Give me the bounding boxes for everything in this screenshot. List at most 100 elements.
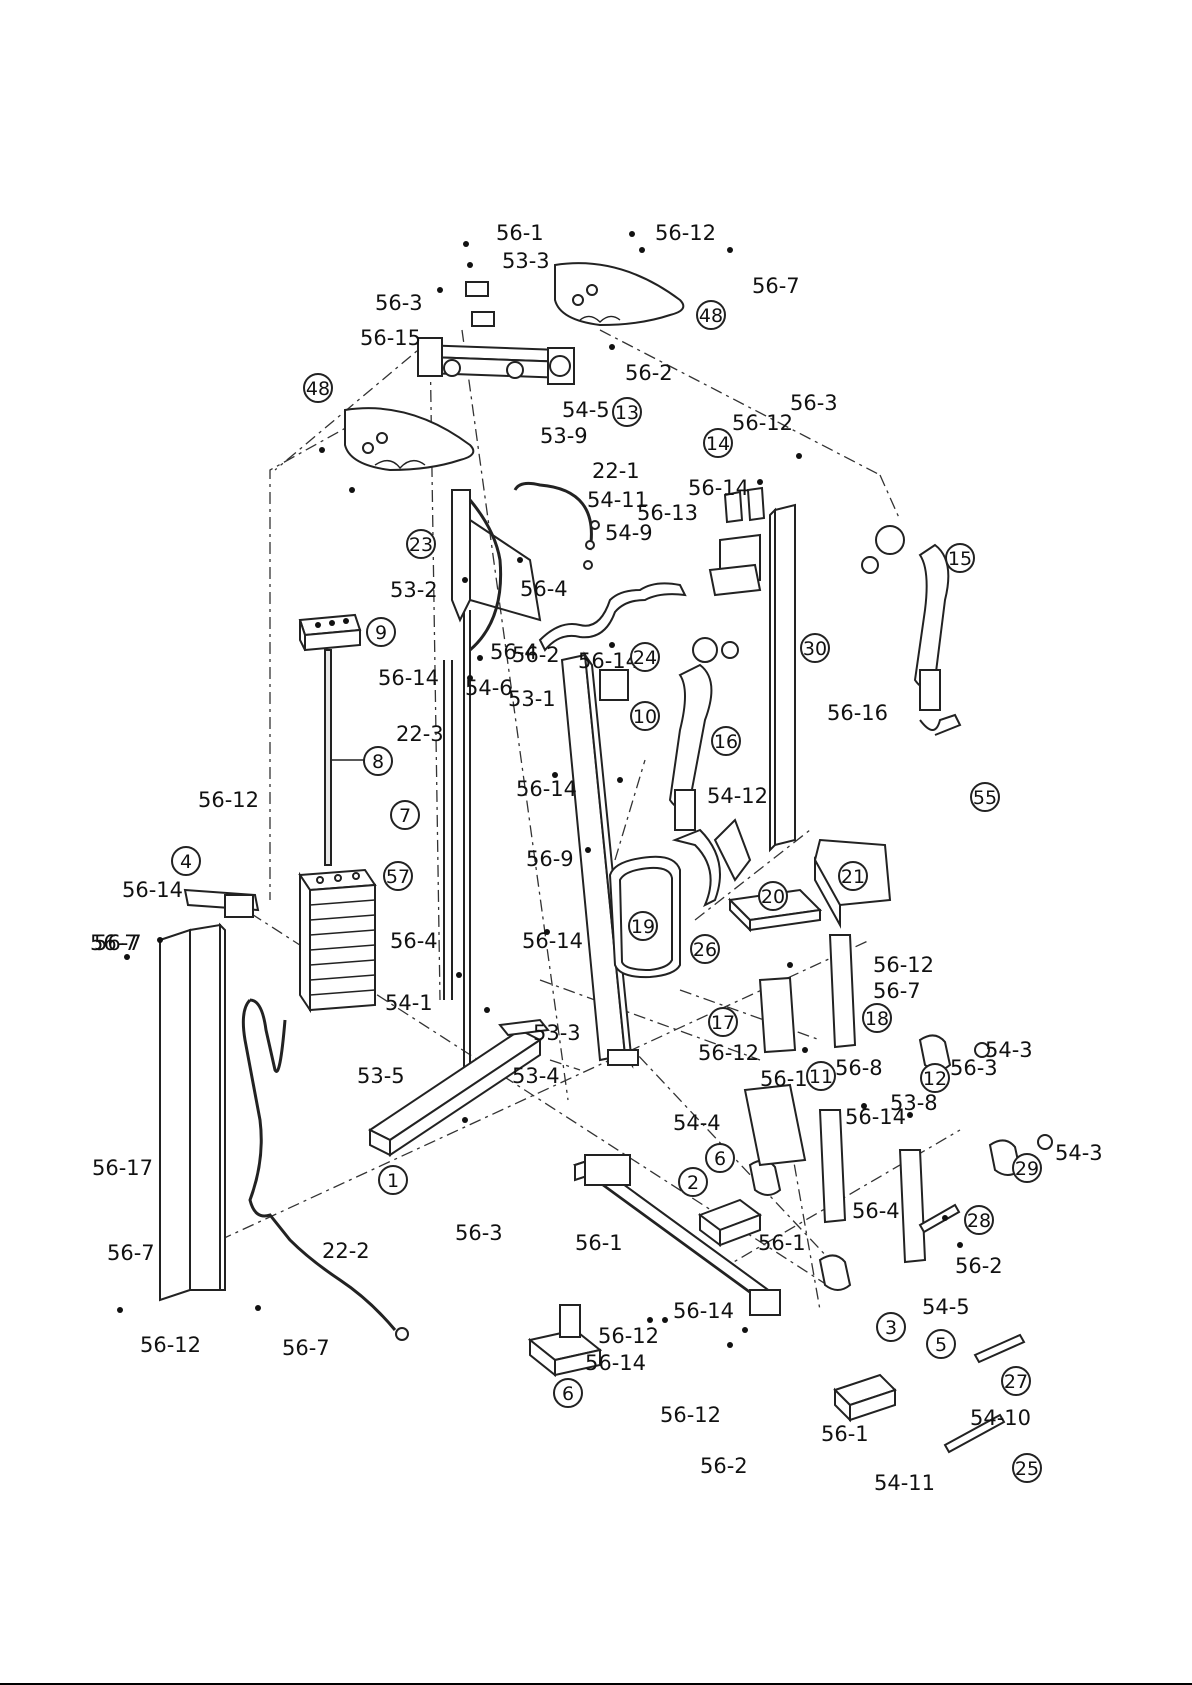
- callout-number: 12: [923, 1068, 947, 1090]
- part-label: 56-2: [955, 1254, 1003, 1278]
- circled-part-number: 21: [838, 861, 868, 891]
- part-label: 22-3: [396, 722, 444, 746]
- part-label: 56-3: [455, 1221, 503, 1245]
- callout-number: 5: [935, 1334, 947, 1356]
- circled-part-number: 16: [711, 726, 741, 756]
- callout-circle: [366, 617, 396, 647]
- callout-circle: [705, 1143, 735, 1173]
- part-label: 56-14: [122, 878, 183, 902]
- part-label: 54-12: [707, 784, 768, 808]
- callout-circle: [406, 529, 436, 559]
- top-weight-plate: [298, 613, 362, 652]
- part-label: 56-12: [655, 221, 716, 245]
- weight-stack: [298, 868, 377, 1014]
- part-label: 56-7: [873, 979, 921, 1003]
- callout-number: 14: [706, 433, 730, 455]
- callout-circle: [862, 1003, 892, 1033]
- page-bottom-rule: [0, 1683, 1192, 1685]
- part-label: 53-5: [357, 1064, 405, 1088]
- part-label: 56-7: [107, 1241, 155, 1265]
- circled-part-number: 1: [378, 1165, 408, 1195]
- part-label: 56-12: [598, 1324, 659, 1348]
- part-label: 56-2: [625, 361, 673, 385]
- part-label: 56-1: [496, 221, 544, 245]
- circled-part-number: 8: [363, 746, 393, 776]
- callout-number: 1: [387, 1170, 399, 1192]
- seat-posts: [758, 934, 857, 1054]
- part-label: 54-4: [673, 1111, 721, 1135]
- callout-number: 17: [711, 1012, 735, 1034]
- base-front: [368, 1018, 550, 1157]
- leg-lever: [743, 1083, 927, 1264]
- part-label: 53-4: [512, 1064, 560, 1088]
- circled-part-number: 48: [303, 373, 333, 403]
- part-label: 53-2: [390, 578, 438, 602]
- part-label: 56-4: [390, 929, 438, 953]
- callout-number: 27: [1004, 1371, 1028, 1393]
- part-label: 56-13: [637, 501, 698, 525]
- callout-circle: [920, 1063, 950, 1093]
- part-label: 56-7: [752, 274, 800, 298]
- leg-rods: [918, 1042, 1053, 1454]
- part-label: 53-8: [890, 1091, 938, 1115]
- circled-part-number: 14: [703, 428, 733, 458]
- callout-number: 55: [973, 787, 997, 809]
- callout-number: 20: [761, 886, 785, 908]
- circled-part-number: 15: [945, 543, 975, 573]
- part-label: 56-9: [526, 847, 574, 871]
- part-label: 56-7: [94, 931, 142, 955]
- callout-circle: [363, 746, 393, 776]
- callout-circle: [303, 373, 333, 403]
- part-label: 56-12: [140, 1333, 201, 1357]
- callout-number: 25: [1015, 1458, 1039, 1480]
- part-label: 56-2: [700, 1454, 748, 1478]
- circled-part-number: 26: [690, 934, 720, 964]
- circled-part-number: 20: [758, 881, 788, 911]
- part-label: 54-3: [1055, 1141, 1103, 1165]
- callout-number: 23: [409, 534, 433, 556]
- callout-number: 30: [803, 638, 827, 660]
- circled-part-number: 10: [630, 701, 660, 731]
- callout-number: 7: [399, 805, 411, 827]
- callout-circle: [390, 800, 420, 830]
- front-base-3: [833, 1373, 897, 1423]
- part-label: 56-14: [516, 777, 577, 801]
- circled-part-number: 57: [383, 861, 413, 891]
- callout-circle: [171, 846, 201, 876]
- circled-part-number: 4: [171, 846, 201, 876]
- circled-part-number: 5: [926, 1329, 956, 1359]
- callout-number: 18: [865, 1008, 889, 1030]
- part-label: 56-14: [578, 649, 639, 673]
- selector-stem: [324, 649, 370, 866]
- callout-circle: [964, 1205, 994, 1235]
- circled-part-number: 55: [970, 782, 1000, 812]
- circled-part-number: 13: [612, 397, 642, 427]
- callout-circle: [378, 1165, 408, 1195]
- callout-number: 48: [699, 305, 723, 327]
- callout-circle: [696, 300, 726, 330]
- callout-circle: [926, 1329, 956, 1359]
- part-label: 56-4: [852, 1199, 900, 1223]
- part-label: 56-7: [90, 931, 138, 955]
- left-upright: [159, 888, 260, 1302]
- callout-number: 48: [306, 378, 330, 400]
- part-label: 56-3: [375, 291, 423, 315]
- callout-circle: [970, 782, 1000, 812]
- part-label: 54-3: [985, 1038, 1033, 1062]
- pivot-bracket: [708, 486, 766, 597]
- part-label: 22-2: [322, 1239, 370, 1263]
- callout-circle: [876, 1312, 906, 1342]
- circled-part-number: 6: [553, 1378, 583, 1408]
- part-label: 56-4: [520, 577, 568, 601]
- callout-number: 28: [967, 1210, 991, 1232]
- part-labels: 56-153-356-1256-756-356-1556-254-553-922…: [90, 221, 1103, 1495]
- circled-part-number: 7: [390, 800, 420, 830]
- part-label: 54-5: [922, 1295, 970, 1319]
- part-label: 56-14: [688, 476, 749, 500]
- callout-number: 2: [687, 1172, 699, 1194]
- callout-circle: [838, 861, 868, 891]
- curl-bar: [538, 520, 687, 652]
- circled-part-number: 29: [1012, 1153, 1042, 1183]
